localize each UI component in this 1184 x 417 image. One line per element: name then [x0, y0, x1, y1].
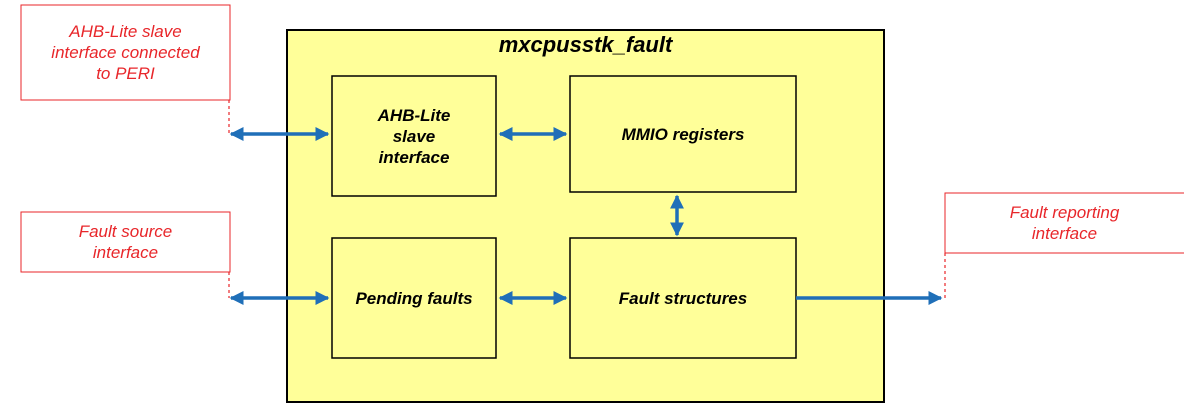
ext-fault-reporting-label: Fault reporting interface [1009, 203, 1120, 243]
mmio-block [569, 75, 797, 193]
mmio-label: MMIO registers [621, 124, 745, 144]
ahb-slave-label: AHB-Lite slave interface [377, 105, 451, 167]
pending-faults-block [331, 237, 497, 359]
ext-fault-source-box [20, 211, 231, 273]
ahb-slave-block [331, 75, 497, 197]
ext-fault-source-label: Fault source interface [78, 222, 173, 262]
ext-ahb-interface-box [20, 4, 231, 101]
main-block-title: mxcpusstk_fault [498, 32, 673, 57]
pending-faults-label: Pending faults [355, 288, 473, 308]
ext-fault-reporting-box [944, 192, 1184, 254]
fault-structures-label: Fault structures [618, 288, 748, 308]
fault-structures-block [569, 237, 797, 359]
ext-ahb-interface-label: AHB-Lite slave interface connected to PE… [51, 22, 200, 83]
